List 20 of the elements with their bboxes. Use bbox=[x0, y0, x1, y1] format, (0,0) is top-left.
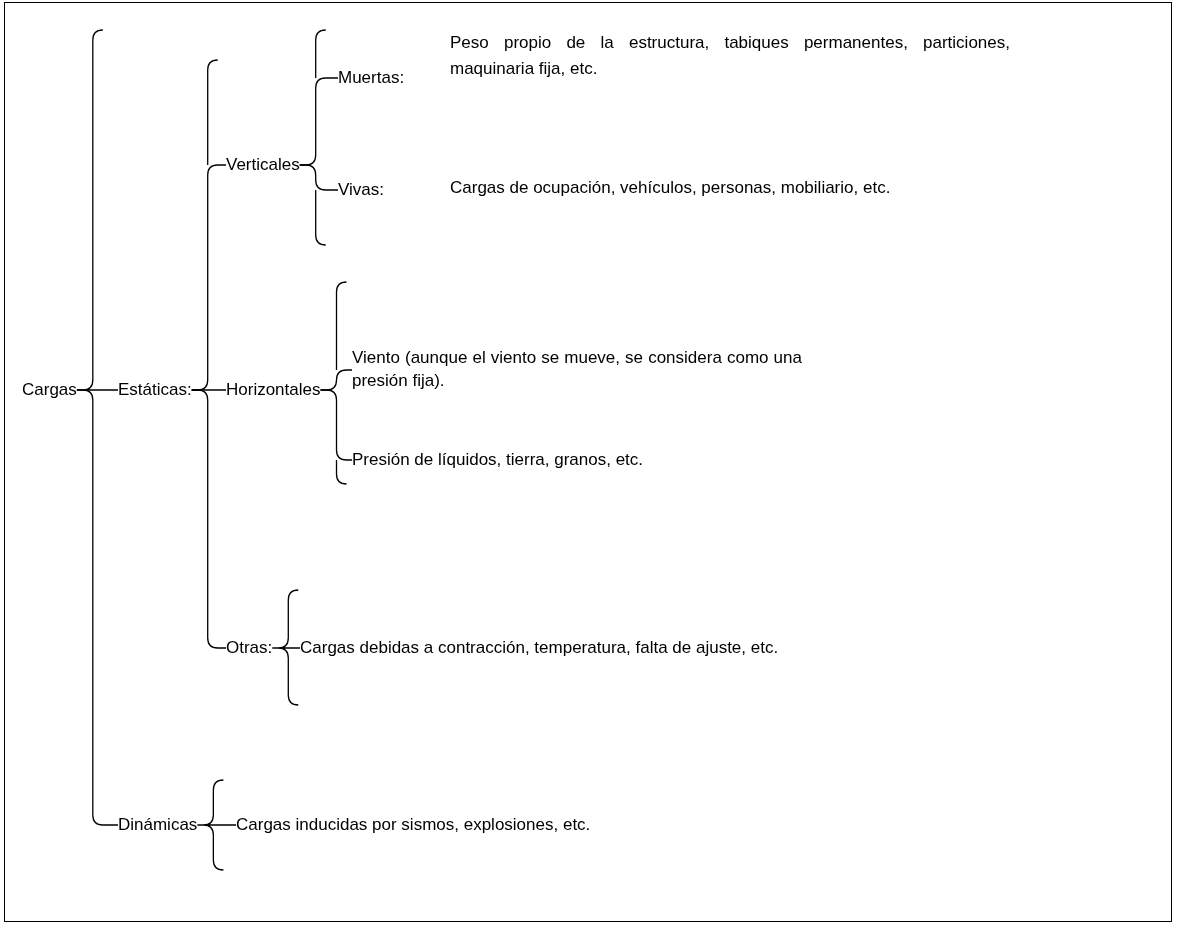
description-text: Cargas de ocupación, vehículos, personas, mobiliario, etc. bbox=[450, 176, 892, 199]
category-label: Horizontales bbox=[226, 378, 321, 402]
category-label: Verticales bbox=[226, 153, 300, 177]
category-label: Estáticas: bbox=[118, 378, 192, 402]
category-label: Viento (aunque el viento se mueve, se considera como una presión fija). bbox=[352, 347, 802, 393]
category-label: Cargas debidas a contracción, temperatura, falta de ajuste, etc. bbox=[300, 636, 890, 660]
category-label: Dinámicas bbox=[118, 813, 198, 837]
category-label: Presión de líquidos, tierra, granos, etc. bbox=[352, 448, 644, 472]
category-label: Otras: bbox=[226, 636, 273, 660]
category-label: Cargas inducidas por sismos, explosiones, etc. bbox=[236, 813, 591, 837]
brace-connector bbox=[191, 389, 227, 649]
brace-connector bbox=[76, 389, 119, 826]
category-label: Vivas: bbox=[338, 178, 384, 202]
brace-connector bbox=[271, 589, 301, 706]
category-label: Muertas: bbox=[338, 66, 405, 90]
brace-connector bbox=[319, 389, 353, 485]
category-label: Cargas bbox=[22, 378, 77, 402]
brace-connector bbox=[299, 164, 339, 246]
description-text: Peso propio de la estructura, tabiques permanentes, particiones, maquinaria fija, etc. bbox=[450, 31, 1010, 80]
brace-connector bbox=[196, 779, 237, 871]
